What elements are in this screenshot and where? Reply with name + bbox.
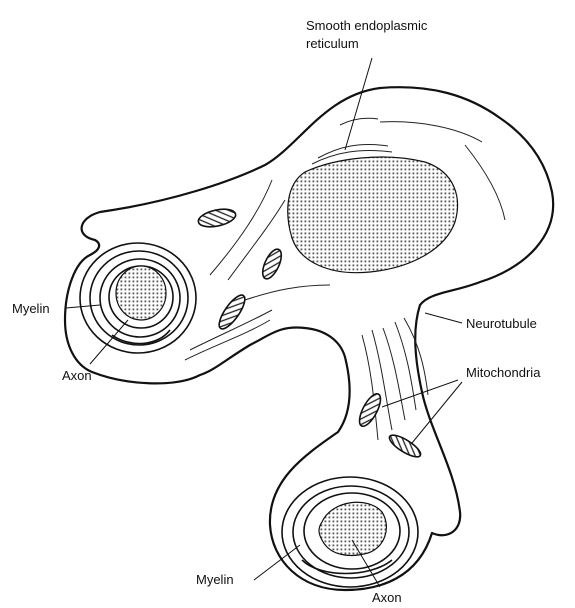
leader-neurotubule [425,313,462,323]
label-myelin-bottom: Myelin [196,572,234,587]
axon-top [116,266,166,320]
label-smooth-er: Smooth endoplasmic [306,18,428,33]
label-axon-top: Axon [62,368,92,383]
label-mitochondria: Mitochondria [466,365,541,380]
label-neurotubule: Neurotubule [466,316,537,331]
label-smooth-er-2: reticulum [306,36,359,51]
label-axon-bottom: Axon [372,590,402,605]
label-myelin-top: Myelin [12,301,50,316]
